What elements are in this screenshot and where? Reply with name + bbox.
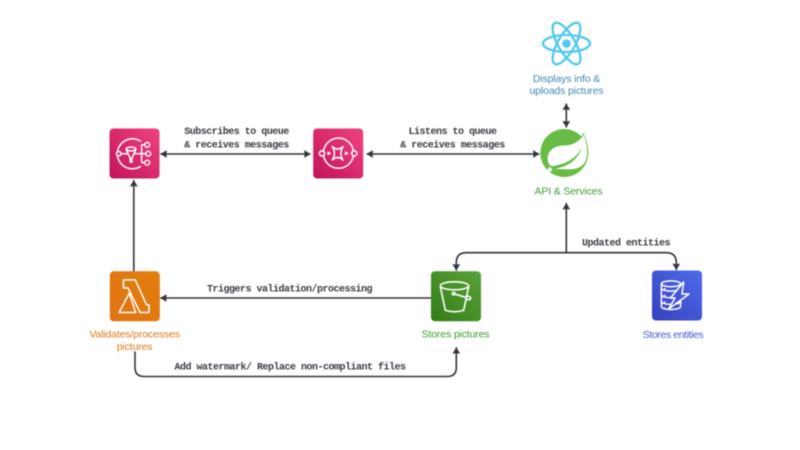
svg-text:Triggers validation/processing: Triggers validation/processing	[207, 284, 373, 296]
svg-text:Validates/processes: Validates/processes	[89, 328, 179, 340]
svg-text:Listens to queue: Listens to queue	[408, 126, 497, 138]
svg-text:Stores entities: Stores entities	[643, 329, 704, 341]
svg-text:& receives messages: & receives messages	[400, 139, 505, 151]
svg-text:Displays info &: Displays info &	[533, 73, 600, 85]
svg-text:Subscribes to queue: Subscribes to queue	[184, 126, 289, 138]
svg-text:Add watermark/ Replace non-com: Add watermark/ Replace non-compliant fil…	[174, 362, 406, 374]
svg-text:API & Services: API & Services	[535, 185, 603, 197]
svg-text:pictures: pictures	[117, 341, 153, 353]
svg-text:uploads pictures: uploads pictures	[529, 85, 603, 97]
svg-text:Updated entities: Updated entities	[582, 238, 671, 250]
svg-text:Stores pictures: Stores pictures	[422, 329, 490, 341]
svg-text:& receives messages: & receives messages	[184, 139, 289, 151]
